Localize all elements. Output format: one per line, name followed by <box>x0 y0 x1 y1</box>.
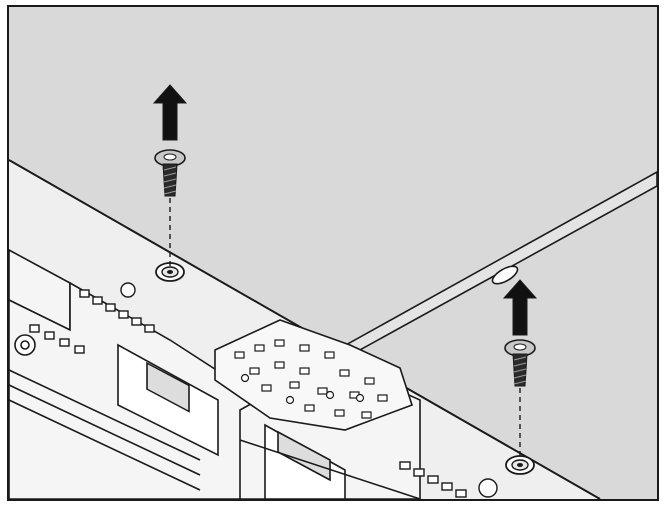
right-bump <box>478 478 498 498</box>
vent-hole-round <box>240 373 250 383</box>
vent-hole <box>364 377 375 385</box>
left-vent-holes <box>29 289 155 354</box>
vent-hole <box>334 409 345 417</box>
vent-hole <box>79 289 90 298</box>
vent-hole <box>427 475 439 484</box>
vent-hole <box>413 468 425 477</box>
vent-hole <box>324 351 335 359</box>
vent-hole <box>249 367 260 375</box>
vent-hole <box>144 324 155 333</box>
screw-hole-icon <box>155 262 185 282</box>
vent-hole <box>261 384 272 392</box>
vent-hole <box>29 324 40 333</box>
vent-hole <box>455 489 467 498</box>
vent-hole <box>317 387 328 395</box>
vent-hole <box>304 404 315 412</box>
screw-right <box>502 279 538 475</box>
vent-hole <box>377 394 388 402</box>
bracket-vent-holes <box>234 339 388 419</box>
right-vent-holes <box>399 461 467 498</box>
vent-hole <box>299 344 310 352</box>
vent-hole <box>234 351 245 359</box>
vent-hole-round <box>355 393 365 403</box>
left-drive-bay <box>8 248 256 500</box>
left-bump <box>120 282 136 298</box>
vent-hole <box>74 345 85 354</box>
vent-hole <box>339 369 350 377</box>
vent-hole <box>131 317 142 326</box>
vent-hole-round <box>325 390 335 400</box>
vent-hole <box>59 338 70 347</box>
screw-group <box>152 84 538 475</box>
vent-hole <box>361 411 372 419</box>
arrow-up-icon <box>502 279 538 336</box>
vent-hole <box>399 461 411 470</box>
vent-hole <box>274 361 285 369</box>
vent-hole <box>44 331 55 340</box>
countersunk-screw-icon <box>504 339 536 387</box>
vent-hole <box>299 367 310 375</box>
countersunk-screw-icon <box>154 149 186 197</box>
vent-hole <box>92 296 103 305</box>
vent-hole <box>254 344 265 352</box>
arrow-up-icon <box>152 84 188 141</box>
vent-hole <box>105 303 116 312</box>
vent-hole <box>118 310 129 319</box>
screw-left <box>152 84 188 282</box>
vent-hole <box>441 482 453 491</box>
screw-hole-icon <box>505 455 535 475</box>
vent-hole <box>289 381 300 389</box>
vent-hole-round <box>285 395 295 405</box>
vent-hole <box>274 339 285 347</box>
